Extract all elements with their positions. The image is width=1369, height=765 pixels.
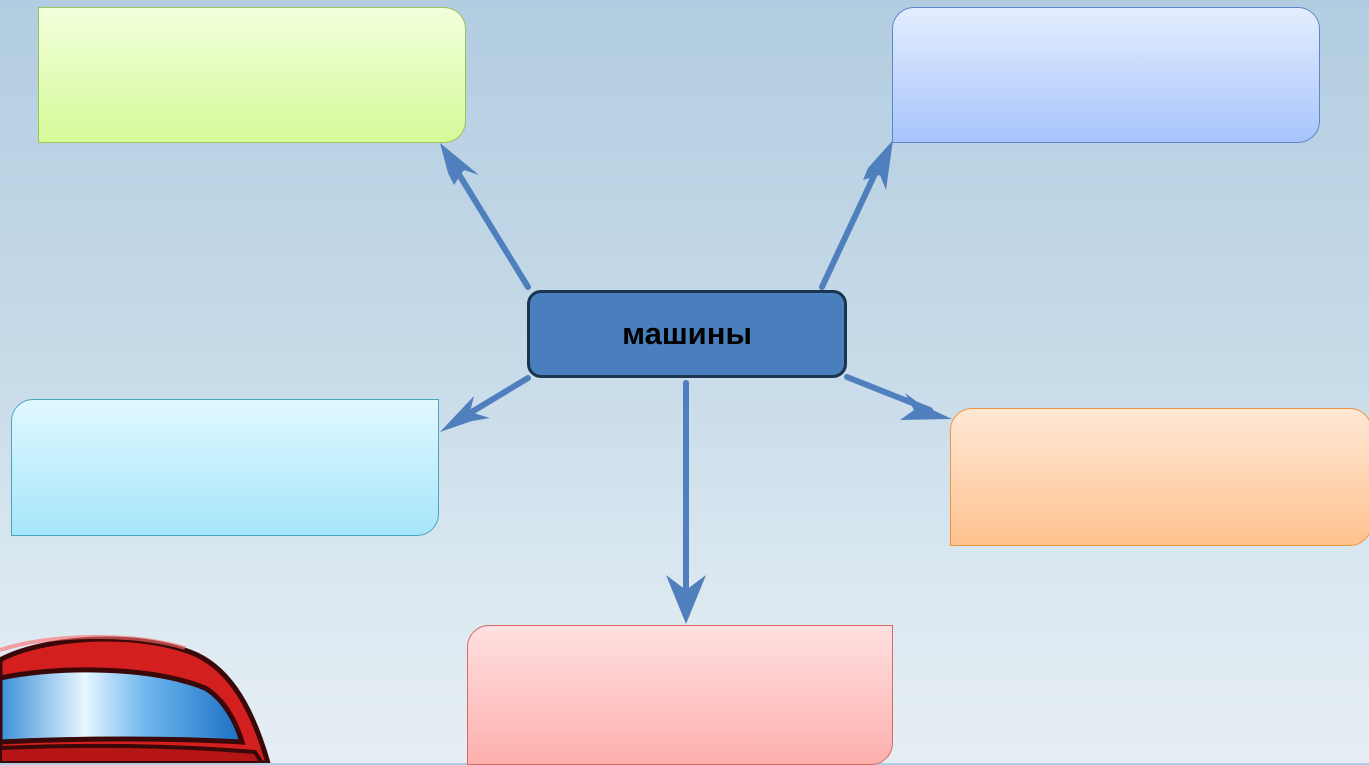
empty-box-bottom[interactable]: [467, 625, 893, 765]
arrowhead-middle-left: [440, 396, 490, 432]
empty-box-top-left[interactable]: [38, 7, 466, 143]
arrowhead-middle-right: [900, 393, 952, 420]
empty-box-top-right[interactable]: [892, 7, 1320, 143]
arrow-to-top-left-box: [449, 160, 531, 290]
arrowhead-bottom: [666, 575, 706, 624]
empty-box-middle-right[interactable]: [950, 408, 1369, 546]
red-car-icon: [0, 635, 271, 763]
arrow-to-middle-right-box: [844, 374, 933, 413]
arrow-to-middle-left-box: [457, 375, 531, 422]
arrowhead-top-right: [863, 140, 893, 190]
arrowhead-top-left: [440, 143, 479, 185]
center-label: машины: [622, 316, 752, 351]
center-node[interactable]: машины: [527, 290, 847, 378]
empty-box-middle-left[interactable]: [11, 399, 439, 536]
arrow-to-top-right-box: [819, 160, 883, 290]
